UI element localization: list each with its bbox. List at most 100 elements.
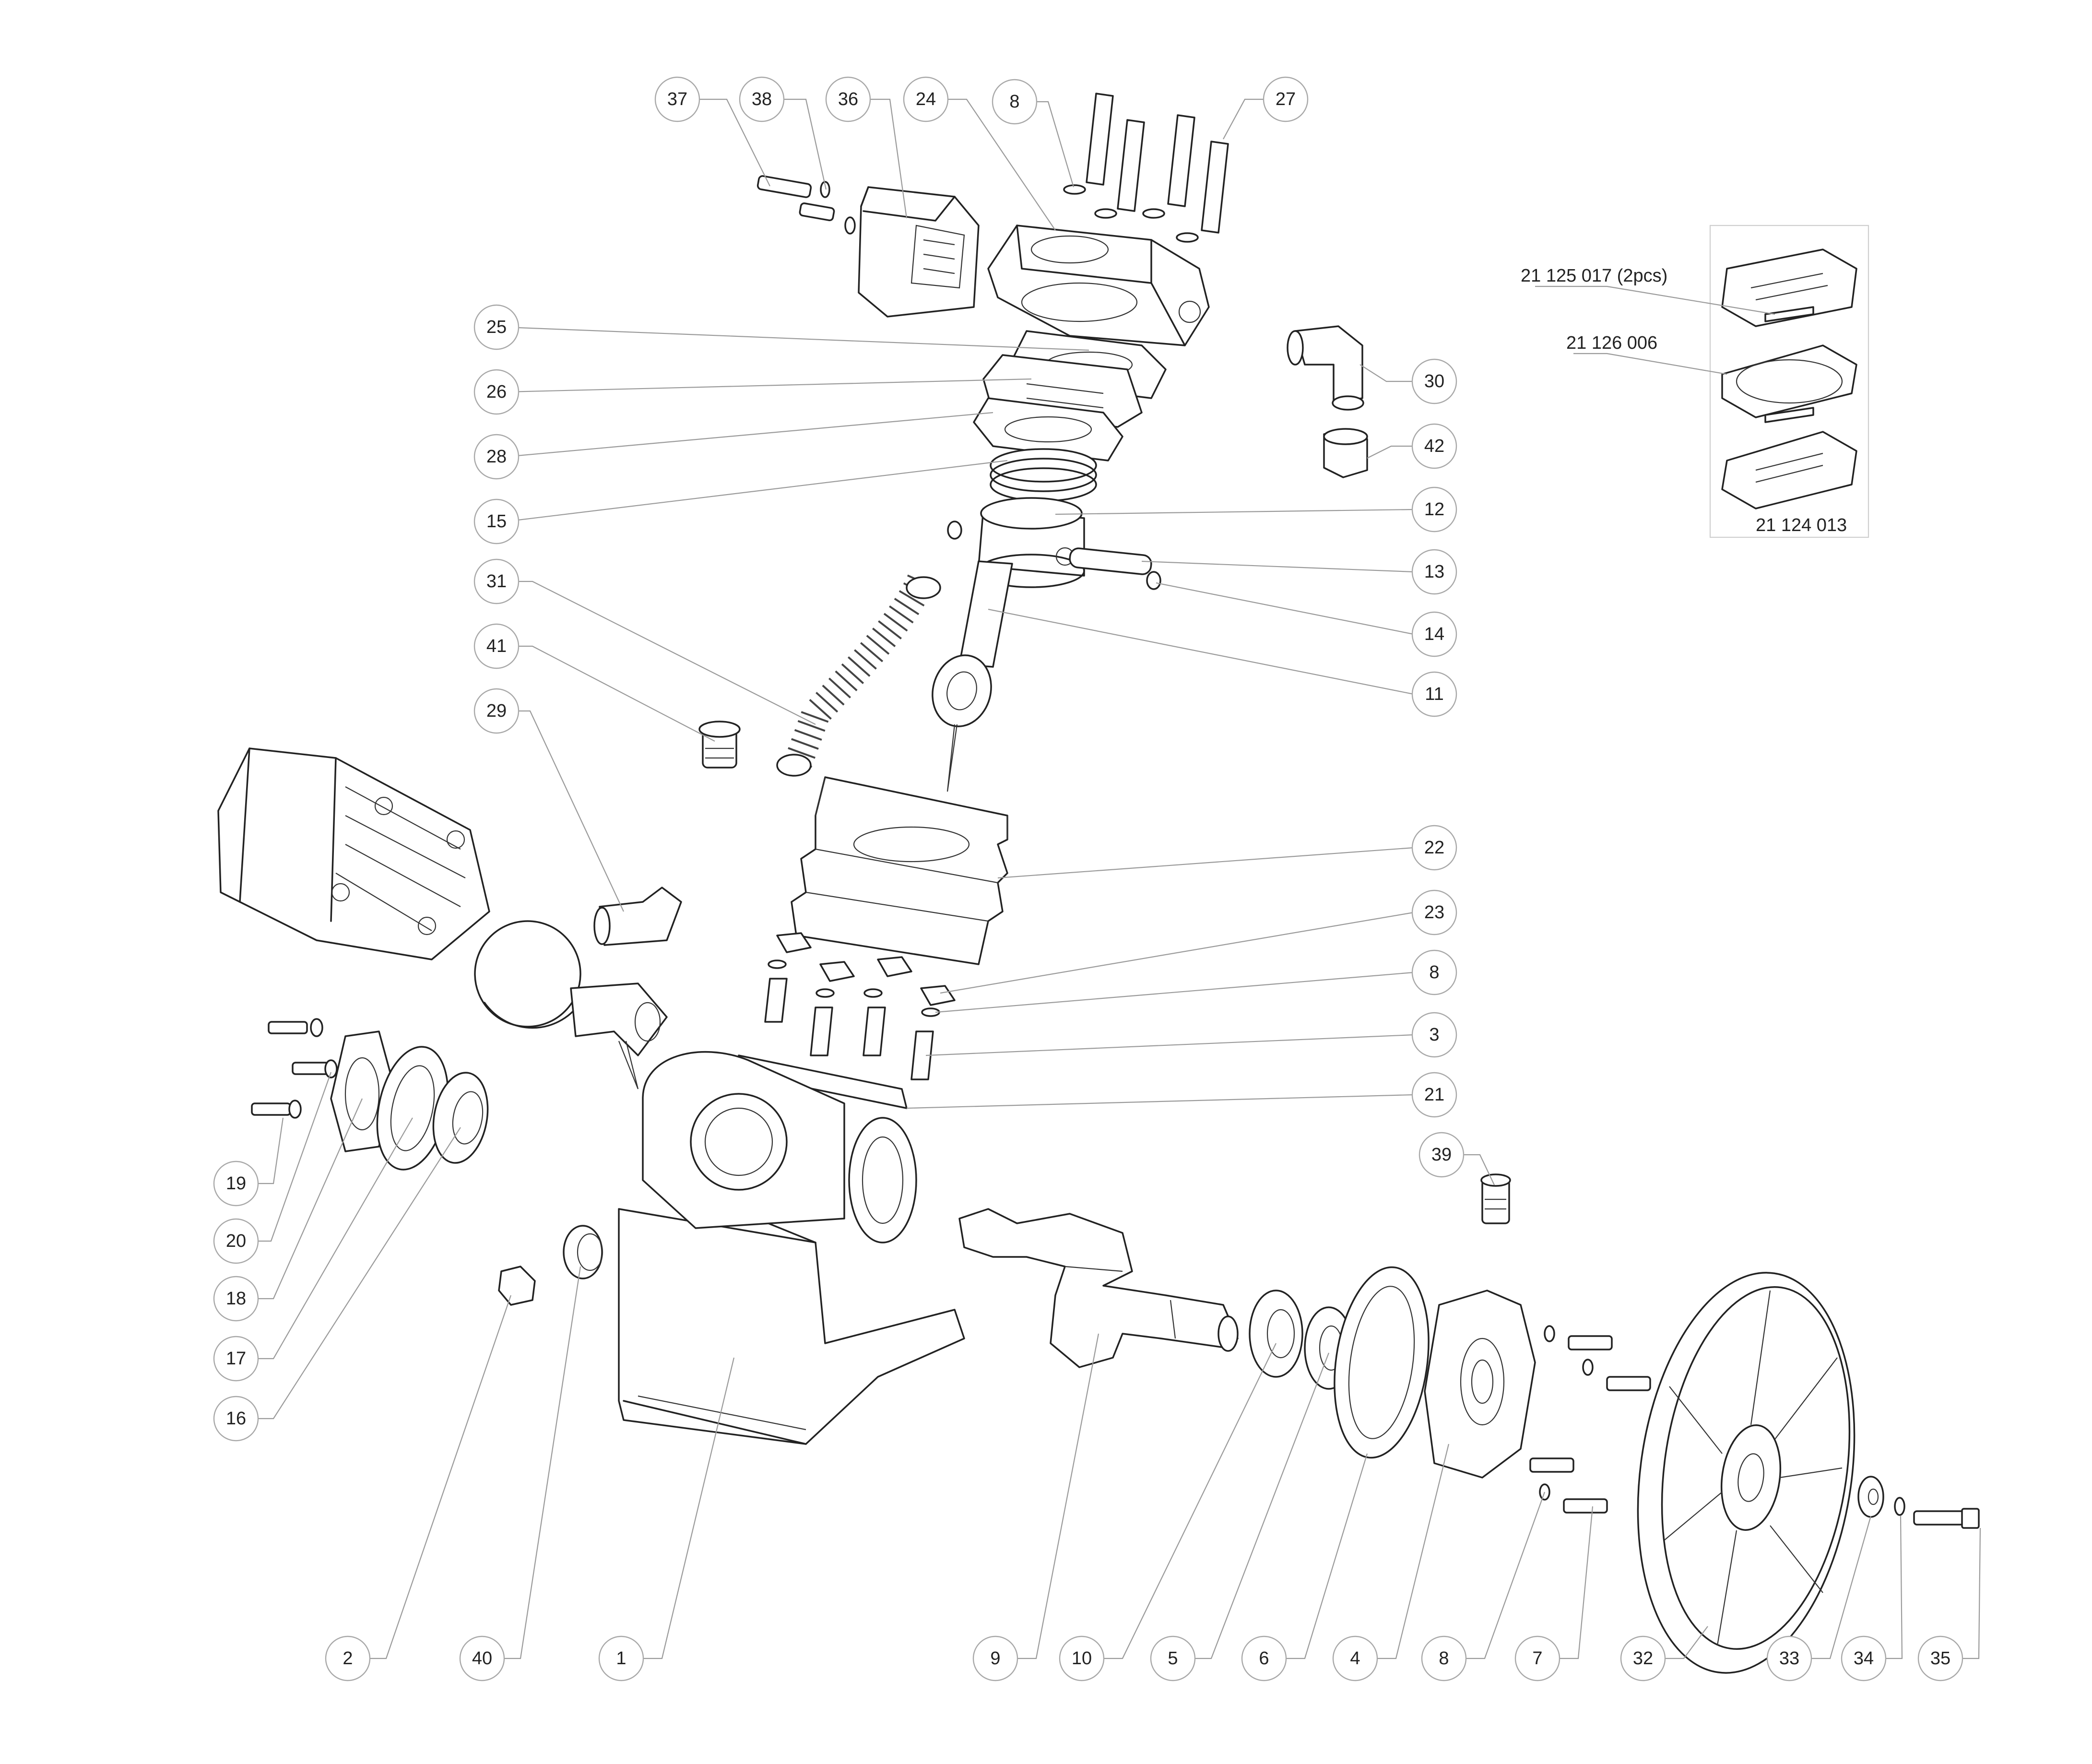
svg-text:22: 22 [1424,838,1444,858]
svg-text:15: 15 [486,511,507,532]
part-34-lock-washer [1894,1497,1905,1516]
callout-19: 19 [213,1160,259,1207]
callout-38: 38 [739,76,785,122]
part-11-connecting-rod [932,560,1013,792]
svg-text:4: 4 [1350,1648,1360,1669]
part-38-washers [820,181,856,235]
part-41-breather-plug [698,721,741,769]
left-piston-and-rod [474,920,668,1089]
part-33-washer [1857,1476,1884,1518]
callout-7: 7 [1514,1635,1560,1681]
svg-text:38: 38 [752,89,772,109]
part-16-bearing [432,1072,489,1164]
part-23-nuts [776,932,956,1006]
part-1-crankcase [618,1179,965,1445]
callout-21: 21 [1411,1072,1457,1118]
callout-23: 23 [1411,889,1457,935]
part-36-intake-filter [858,186,980,318]
part-8-washers-mid [768,959,940,1017]
callout-41: 41 [473,623,520,669]
svg-text:25: 25 [486,317,507,337]
svg-text:14: 14 [1424,624,1444,644]
svg-text:6: 6 [1259,1648,1269,1669]
svg-text:36: 36 [838,89,858,109]
svg-text:34: 34 [1854,1648,1874,1669]
callout-35: 35 [1917,1635,1963,1681]
callout-36: 36 [825,76,871,122]
part-8-washers-top [1063,184,1199,243]
part-7-bolts [1529,1335,1651,1514]
svg-text:29: 29 [486,701,507,721]
callout-8-lower: 8 [1421,1635,1467,1681]
part-39-plug [1480,1173,1511,1224]
callout-32: 32 [1620,1635,1666,1681]
callout-28: 28 [473,434,520,480]
part-8-washers-lower [1539,1325,1594,1501]
callout-2: 2 [325,1635,371,1681]
callout-9: 9 [972,1635,1018,1681]
svg-text:24: 24 [916,89,936,109]
svg-text:1: 1 [616,1648,626,1669]
part-29-elbow [593,887,682,946]
svg-text:30: 30 [1424,371,1444,391]
part-22-cylinder [791,776,1008,965]
svg-text:23: 23 [1424,902,1444,923]
inset-label-gasket: 21 126 006 [1566,333,1657,353]
part-19-bolts [251,1021,332,1116]
callout-24: 24 [903,76,949,122]
svg-text:13: 13 [1424,562,1444,582]
svg-text:5: 5 [1168,1648,1178,1669]
part-drawings [217,93,1980,1674]
inset-valve-parts [1709,225,1869,538]
part-30-elbow-fitting [1287,325,1364,411]
left-cylinder-assembly [217,747,490,960]
part-13-piston-pin [1069,547,1152,575]
callout-34: 34 [1841,1635,1887,1681]
part-10-bearing [1249,1290,1303,1378]
svg-text:20: 20 [226,1231,246,1251]
callout-8-top: 8 [992,79,1038,125]
svg-text:9: 9 [990,1648,1000,1669]
callout-8-mid: 8 [1411,949,1457,995]
part-4-bearing-cover [1424,1290,1536,1479]
part-3-studs [764,978,934,1080]
svg-text:37: 37 [667,89,687,109]
callout-4: 4 [1332,1635,1378,1681]
svg-text:3: 3 [1429,1025,1439,1045]
callout-14: 14 [1411,611,1457,657]
svg-text:2: 2 [343,1648,353,1669]
callout-11: 11 [1411,671,1457,717]
svg-text:28: 28 [486,447,507,467]
part-28-gasket [973,397,1123,462]
inset-labels: 21 125 017 (2pcs) 21 126 006 21 124 013 [1521,266,1847,535]
callout-30: 30 [1411,358,1457,404]
svg-text:39: 39 [1431,1145,1452,1165]
callout-bubbles: 37 38 36 24 8 27 25 26 [213,76,1963,1681]
callout-33: 33 [1766,1635,1812,1681]
callout-5: 5 [1150,1635,1196,1681]
svg-text:40: 40 [472,1648,492,1669]
callout-26: 26 [473,369,520,415]
svg-text:8: 8 [1439,1648,1449,1669]
callout-16: 16 [213,1396,259,1442]
svg-text:35: 35 [1930,1648,1950,1669]
svg-text:8: 8 [1009,92,1019,112]
callout-39: 39 [1418,1132,1465,1178]
callout-12: 12 [1411,486,1457,533]
svg-text:42: 42 [1424,436,1444,456]
svg-text:12: 12 [1424,499,1444,520]
callout-17: 17 [213,1336,259,1382]
inset-label-valve-plate: 21 124 013 [1756,515,1847,535]
svg-text:21: 21 [1424,1085,1444,1105]
part-40-sight-plug [563,1225,603,1279]
callout-37: 37 [654,76,700,122]
callout-31: 31 [473,558,520,604]
part-6-gasket [1334,1266,1430,1459]
callout-15: 15 [473,498,520,545]
callout-1: 1 [598,1635,644,1681]
svg-text:31: 31 [486,571,507,592]
callout-42: 42 [1411,423,1457,469]
svg-text:26: 26 [486,382,507,402]
svg-text:33: 33 [1779,1648,1799,1669]
